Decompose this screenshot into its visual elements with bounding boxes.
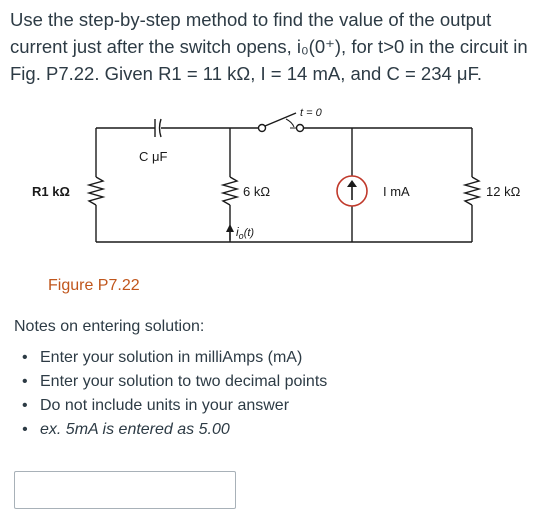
switch-contact-right — [295, 123, 305, 133]
r6-label: 6 kΩ — [243, 184, 270, 199]
capacitor-plate-right — [158, 118, 162, 138]
note-item: Enter your solution in milliAmps (mA) — [22, 346, 327, 370]
question-text: Use the step-by-step method to find the … — [10, 9, 528, 84]
switch-blade — [264, 112, 297, 127]
answer-input[interactable] — [14, 471, 236, 509]
capacitor-label: C μF — [139, 149, 167, 164]
figure-caption: Figure P7.22 — [48, 277, 140, 294]
note-item: ex. 5mA is entered as 5.00 — [22, 418, 327, 442]
switch-arrow — [285, 118, 296, 129]
current-label: io(t) — [236, 225, 254, 241]
notes-title: Notes on entering solution: — [14, 318, 205, 335]
source-label: I mA — [383, 184, 410, 199]
circuit-diagram: t = 0 C μF R1 kΩ 6 kΩ I mA 12 kΩ io(t) — [32, 107, 521, 243]
r1-label: R1 kΩ — [32, 184, 70, 199]
notes-list: Enter your solution in milliAmps (mA) En… — [22, 346, 327, 442]
note-item: Do not include units in your answer — [22, 394, 327, 418]
current-source-arrow-head — [347, 180, 357, 187]
note-item: Enter your solution to two decimal point… — [22, 370, 327, 394]
current-arrow-icon — [226, 224, 234, 232]
r12-label: 12 kΩ — [486, 184, 521, 199]
switch-label: t = 0 — [300, 107, 323, 119]
switch-contact-left — [257, 123, 267, 133]
